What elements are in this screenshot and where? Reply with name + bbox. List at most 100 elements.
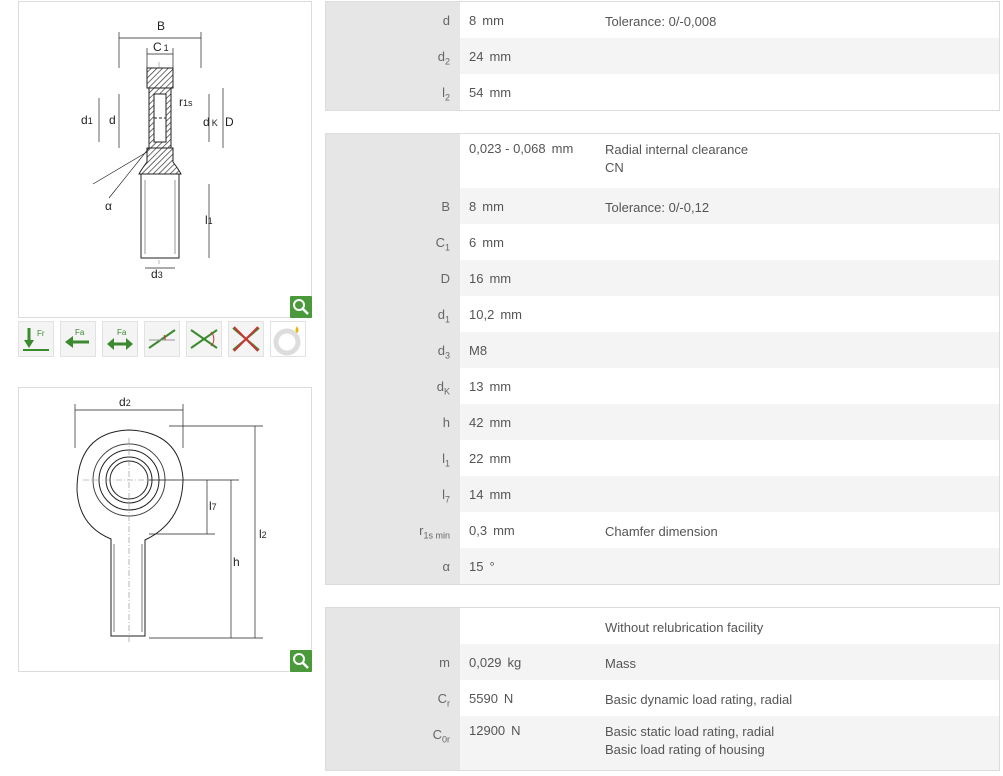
rod-end-drawing-panel: d2 l7 l2 h — [18, 387, 312, 672]
svg-text:Fr: Fr — [37, 329, 45, 338]
spec-label: C1 — [326, 224, 460, 260]
svg-text:h: h — [233, 555, 240, 569]
svg-text:d1: d1 — [81, 113, 93, 127]
spec-unit: mm — [482, 13, 504, 28]
spec-note: Chamfer dimension — [605, 524, 718, 539]
spec-note — [595, 440, 999, 476]
svg-text:B: B — [157, 19, 165, 33]
no-crossing-icon[interactable] — [228, 321, 264, 357]
spec-unit: mm — [489, 415, 512, 430]
spec-label: d3 — [326, 332, 460, 368]
spec-unit: mm — [493, 523, 515, 538]
svg-text:l1: l1 — [205, 213, 213, 227]
spec-label: l2 — [326, 74, 460, 110]
svg-text:D: D — [225, 115, 234, 129]
spec-label: d1 — [326, 296, 460, 332]
spec-label: h — [326, 404, 460, 440]
spec-note: Basic dynamic load rating, radial — [605, 692, 793, 707]
svg-text:Fa: Fa — [117, 328, 127, 337]
spec-label: C0r — [326, 716, 460, 770]
spec-label — [326, 134, 460, 188]
spec-label: Cr — [326, 680, 460, 716]
spec-unit: mm — [489, 379, 512, 394]
spec-unit: mm — [500, 307, 522, 322]
svg-text:Fa: Fa — [75, 328, 85, 337]
spec-note — [595, 224, 999, 260]
spec-row: Without relubrication facility — [326, 608, 999, 644]
spec-note — [595, 38, 999, 74]
spec-value — [460, 608, 595, 644]
spec-label: d — [326, 2, 460, 38]
spec-unit: N — [503, 691, 514, 706]
axial-load-both-icon[interactable]: Fa — [102, 321, 138, 357]
spec-unit: mm — [551, 141, 574, 156]
spec-unit: mm — [489, 49, 512, 64]
lubrication-icon[interactable] — [270, 321, 306, 357]
zoom-button[interactable] — [290, 650, 312, 672]
spec-note — [595, 74, 999, 110]
zoom-button[interactable] — [290, 296, 312, 318]
spec-label: l7 — [326, 476, 460, 512]
spec-note: Tolerance: 0/-0,12 — [595, 188, 999, 224]
spec-note — [595, 404, 999, 440]
rod-end-drawing: d2 l7 l2 h — [74, 395, 267, 643]
tilt-angle-icon[interactable] — [144, 321, 180, 357]
spec-label — [326, 608, 460, 644]
svg-text:α: α — [105, 199, 112, 213]
svg-text:l7: l7 — [209, 499, 217, 513]
svg-text:l2: l2 — [259, 527, 267, 541]
swivel-angle-icon[interactable] — [186, 321, 222, 357]
spec-unit: mm — [489, 85, 512, 100]
axial-load-left-icon[interactable]: Fa — [60, 321, 96, 357]
spec-unit: mm — [489, 487, 512, 502]
svg-text:r1s: r1s — [179, 95, 193, 109]
spec-label: D — [326, 260, 460, 296]
spec-note: Tolerance: 0/-0,008 — [605, 14, 717, 29]
svg-text:d2: d2 — [119, 395, 131, 409]
spec-label: l1 — [326, 440, 460, 476]
spec-unit: mm — [489, 451, 512, 466]
spec-note — [595, 332, 999, 368]
spec-unit: ° — [489, 559, 495, 574]
spec-note — [595, 296, 999, 332]
spec-unit: kg — [507, 655, 522, 670]
magnifier-icon — [293, 299, 309, 315]
radial-load-icon[interactable]: Fr — [18, 321, 54, 357]
spec-unit: mm — [482, 235, 504, 250]
